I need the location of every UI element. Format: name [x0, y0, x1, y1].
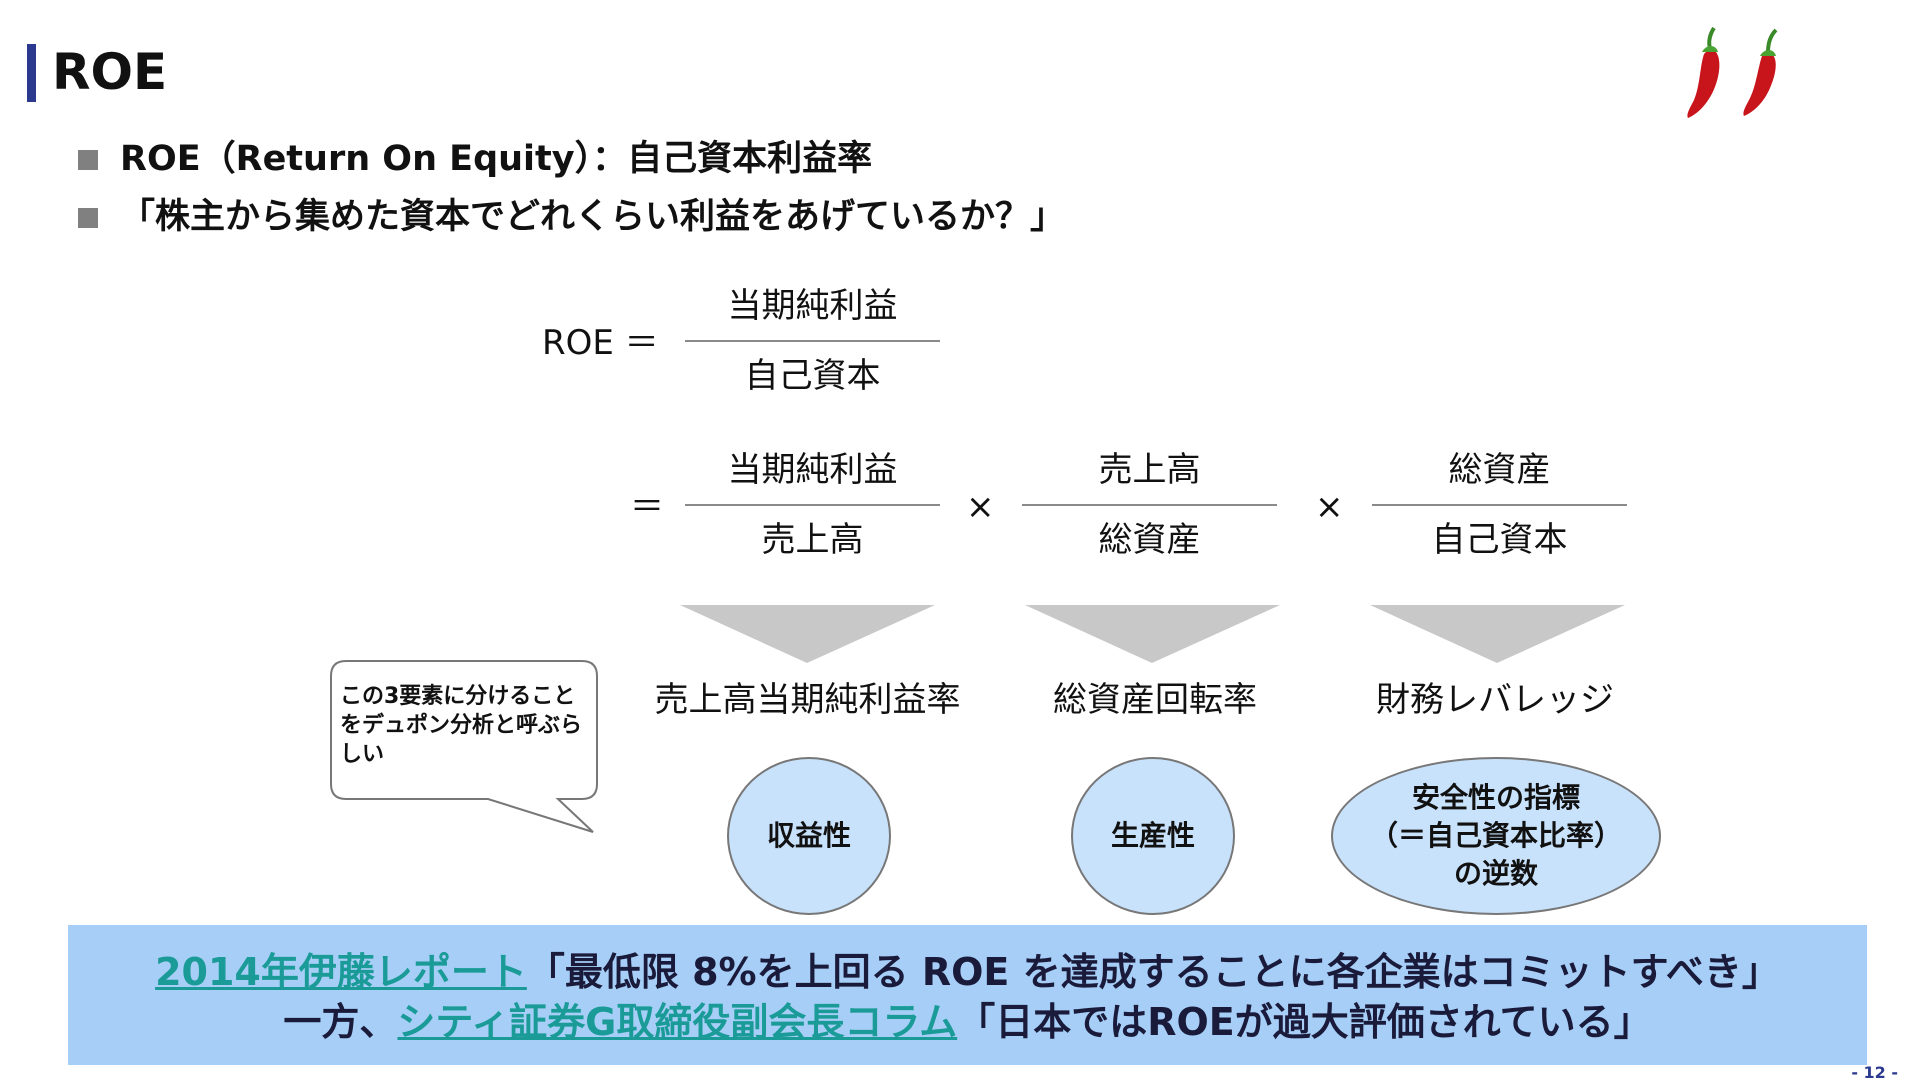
banner-line-2: 一方、シティ証券G取締役副会長コラム「日本ではROEが過大評価されている」	[68, 997, 1867, 1047]
formula-equals: ＝	[630, 487, 664, 527]
ito-report-link[interactable]: 2014年伊藤レポート	[155, 950, 527, 994]
banner-line-2-text: 「日本ではROEが過大評価されている」	[957, 1000, 1652, 1044]
banner-line-1-text: 「最低限 8%を上回る ROE を達成することに各企業はコミットすべき」	[526, 950, 1780, 994]
fraction-2-denominator: 総資産	[1098, 520, 1201, 560]
bullet-marker	[78, 150, 98, 170]
metric-label-financial-leverage: 財務レバレッジ	[1376, 680, 1614, 720]
page-number: - 12 -	[1851, 1063, 1898, 1082]
chili-peppers-icon	[1687, 26, 1778, 118]
fraction-3-line	[1372, 504, 1627, 506]
down-arrow-icon	[1025, 605, 1280, 663]
bottom-banner	[68, 925, 1867, 1065]
fraction-3-numerator: 総資産	[1448, 450, 1551, 490]
safety-line-2: （＝自己資本比率）	[1369, 819, 1622, 852]
speech-bubble	[330, 660, 598, 833]
top-fraction-numerator: 当期純利益	[727, 286, 898, 326]
formula-lhs: ROE ＝	[542, 323, 659, 363]
banner-line-1: 2014年伊藤レポート「最低限 8%を上回る ROE を達成することに各企業はコ…	[68, 947, 1867, 997]
fraction-1-line	[685, 504, 940, 506]
multiply-sign: ×	[966, 487, 995, 527]
multiply-sign: ×	[1315, 487, 1344, 527]
bullet-roe-definition: ROE（Return On Equity）：自己資本利益率	[120, 139, 873, 179]
safety-line-3: の逆数	[1453, 857, 1538, 890]
page-title: ROE	[52, 43, 168, 101]
top-fraction-line	[685, 340, 940, 342]
category-profitability: 収益性	[727, 757, 891, 915]
metric-label-asset-turnover: 総資産回転率	[1053, 680, 1257, 720]
bullet-marker	[78, 208, 98, 228]
banner-line-2-prefix: 一方、	[283, 1000, 398, 1044]
safety-line-1: 安全性の指標	[1411, 781, 1580, 814]
fraction-2-numerator: 売上高	[1098, 450, 1201, 490]
callout-text: この3要素に分けることをデュポン分析と呼ぶらしい	[340, 684, 583, 767]
citi-column-link[interactable]: シティ証券G取締役副会長コラム	[397, 1000, 958, 1044]
down-arrow-icon	[680, 605, 935, 663]
fraction-3-denominator: 自己資本	[1431, 520, 1568, 560]
category-productivity: 生産性	[1071, 757, 1235, 915]
fraction-1-denominator: 売上高	[761, 520, 864, 560]
down-arrow-icon	[1370, 605, 1625, 663]
title-accent-bar	[27, 44, 36, 102]
metric-label-net-profit-margin: 売上高当期純利益率	[654, 680, 961, 720]
fraction-2-line	[1022, 504, 1277, 506]
category-safety-indicator: 安全性の指標 （＝自己資本比率） の逆数	[1331, 757, 1661, 915]
top-fraction-denominator: 自己資本	[744, 356, 881, 396]
bullet-roe-question: 「株主から集めた資本でどれくらい利益をあげているか？」	[120, 197, 1066, 237]
fraction-1-numerator: 当期純利益	[727, 450, 898, 490]
